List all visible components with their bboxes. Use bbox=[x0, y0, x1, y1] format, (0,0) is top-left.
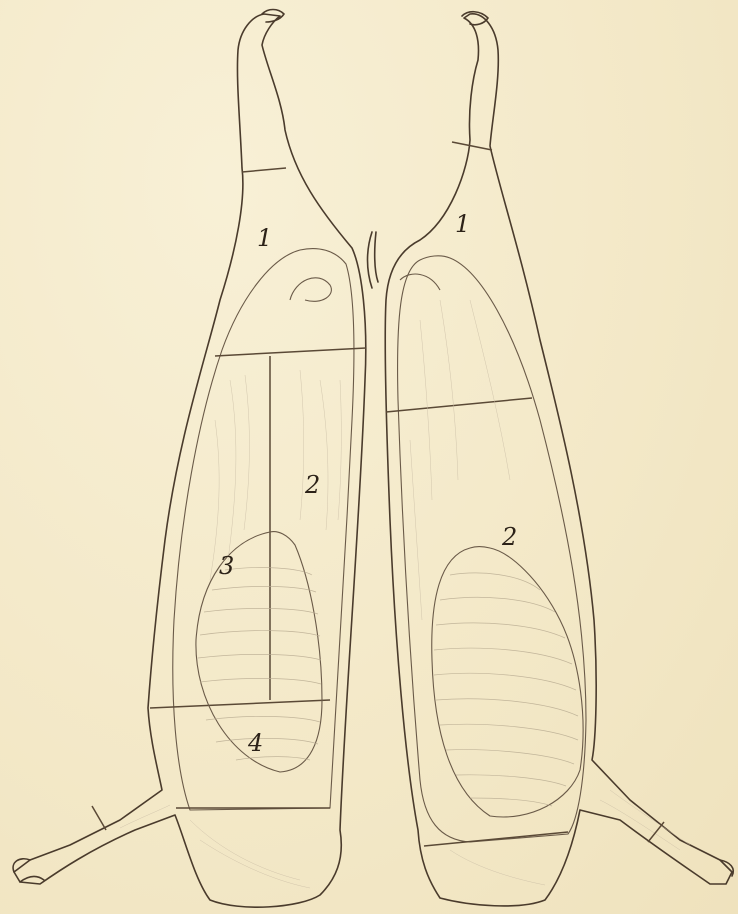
right-region-1-label: 1 bbox=[455, 210, 470, 238]
left-foreleg-cut bbox=[92, 806, 106, 830]
centre-pin bbox=[368, 232, 379, 288]
right-muscle-texture bbox=[410, 300, 690, 885]
left-region-1-label: 1 bbox=[257, 224, 272, 252]
right-foreleg-cut bbox=[648, 822, 664, 842]
left-half-carcass bbox=[13, 10, 366, 908]
right-shank-cut bbox=[452, 142, 492, 150]
left-muscle-texture bbox=[120, 370, 341, 888]
left-shank-cut bbox=[242, 168, 286, 172]
right-cut-1-2 bbox=[386, 398, 532, 412]
left-rump-curl bbox=[290, 278, 331, 302]
right-half-outline bbox=[385, 14, 732, 906]
left-region-2-label: 2 bbox=[304, 471, 320, 499]
left-cut-1-2 bbox=[215, 348, 366, 356]
left-half-outline bbox=[14, 14, 366, 907]
right-back-line bbox=[400, 274, 440, 290]
right-region-2-label: 2 bbox=[501, 523, 517, 551]
left-region-4-label: 4 bbox=[247, 729, 263, 757]
left-region-3-label: 3 bbox=[219, 552, 234, 580]
right-half-carcass bbox=[368, 12, 734, 906]
left-cut-3-4 bbox=[150, 700, 330, 708]
right-oval-hatching bbox=[434, 573, 578, 806]
left-inner-outline bbox=[173, 249, 354, 810]
